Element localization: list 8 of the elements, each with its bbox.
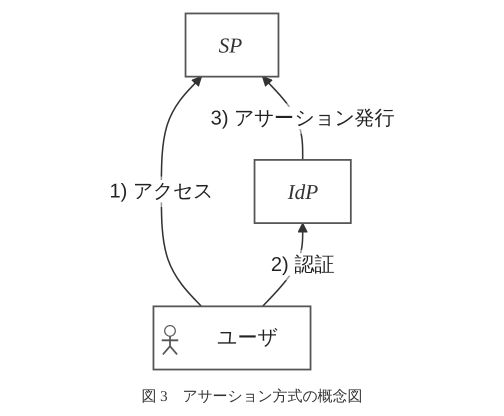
figure-caption: 図 3 アサーション方式の概念図	[141, 387, 363, 407]
edge-label: 2) 認証	[270, 253, 334, 276]
arrow	[160, 76, 202, 307]
edge-label: 3) アサーション発行	[210, 106, 395, 130]
edge-label: 1) アクセス	[109, 180, 214, 202]
node-box: ユーザ	[152, 305, 312, 370]
node-box: IdP	[254, 159, 352, 224]
node-box: SP	[184, 12, 280, 78]
